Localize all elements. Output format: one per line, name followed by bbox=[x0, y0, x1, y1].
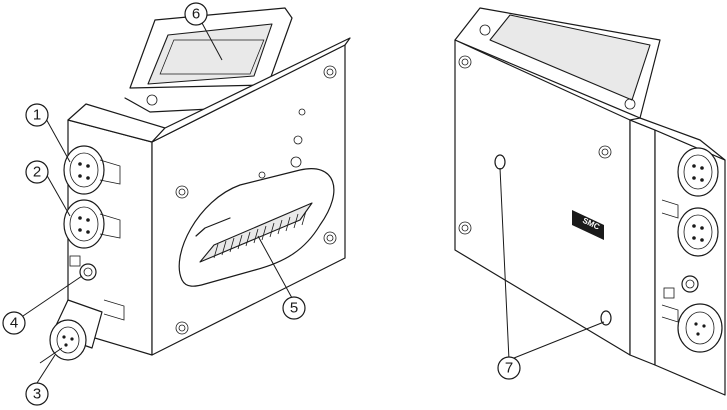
callout-label: 4 bbox=[10, 315, 18, 332]
callout-label: 1 bbox=[33, 107, 41, 124]
connector-right-3 bbox=[678, 304, 722, 352]
callout-label: 7 bbox=[505, 360, 513, 377]
callout-label: 6 bbox=[192, 6, 200, 23]
callout-4: 4 bbox=[3, 312, 25, 334]
callout-7: 7 bbox=[498, 357, 520, 379]
callout-label: 2 bbox=[33, 164, 41, 181]
callout-6: 6 bbox=[185, 3, 207, 25]
callout-label: 3 bbox=[33, 386, 41, 403]
callout-5: 5 bbox=[283, 297, 305, 319]
callout-3: 3 bbox=[26, 383, 48, 405]
callout-1: 1 bbox=[26, 104, 48, 126]
callout-2: 2 bbox=[26, 161, 48, 183]
callout-label: 5 bbox=[290, 300, 298, 317]
mount-hole-upper bbox=[495, 155, 505, 169]
connector-right-2 bbox=[678, 208, 718, 256]
right-unit: SMC bbox=[455, 8, 725, 395]
